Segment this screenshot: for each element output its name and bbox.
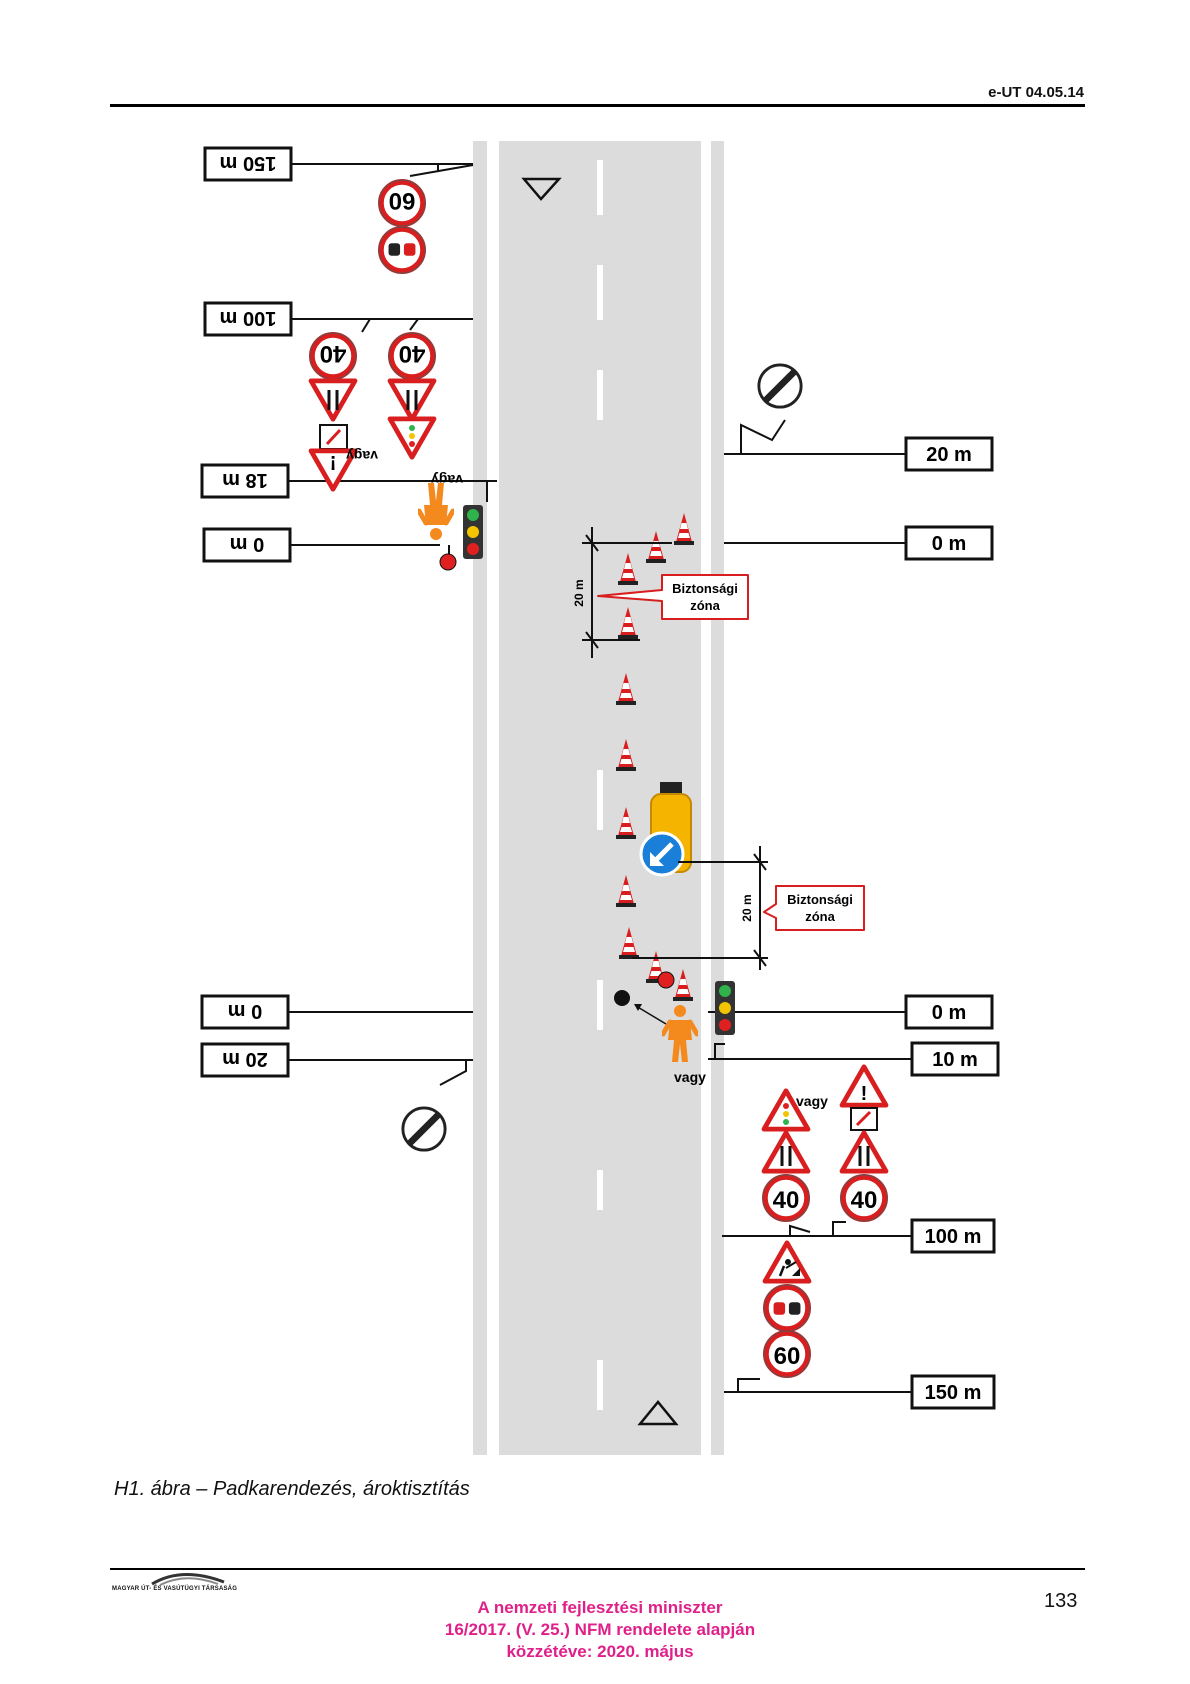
label-right-0-bottom: 0 m <box>904 994 994 1030</box>
safety-zone-dimension-top-label: 20 m <box>572 579 586 606</box>
svg-text:100 m: 100 m <box>925 1226 982 1248</box>
left-reference-lines <box>286 163 497 1086</box>
svg-text:!: ! <box>330 451 337 473</box>
signal-ahead-sign-left-b <box>390 419 434 457</box>
direction-arrow-down <box>521 177 562 201</box>
safety-zone-dimension-bottom-label: 20 m <box>740 894 754 921</box>
svg-text:10 m: 10 m <box>932 1049 978 1071</box>
svg-text:18 m: 18 m <box>222 469 268 491</box>
label-left-20: 20 m <box>200 1042 290 1078</box>
lane-narrowing-sign-left-a <box>311 381 355 419</box>
left-shoulder <box>473 141 487 1455</box>
svg-text:0 m: 0 m <box>932 533 966 555</box>
or-label-left-b: vagy <box>431 472 463 488</box>
svg-text:150 m: 150 m <box>220 152 277 174</box>
speed-limit-60-sign-right: 60 <box>764 1331 810 1377</box>
svg-text:!: ! <box>861 1083 868 1105</box>
svg-text:40: 40 <box>399 340 426 367</box>
or-label-right-b: vagy <box>796 1093 828 1109</box>
svg-text:20 m: 20 m <box>926 444 972 466</box>
label-right-10: 10 m <box>910 1041 1000 1077</box>
page-number: 133 <box>1044 1590 1078 1612</box>
stop-paddle-ground <box>614 990 630 1006</box>
label-left-100: 100 m <box>203 301 293 337</box>
publication-note-line3: közzétéve: 2020. május <box>506 1642 694 1661</box>
svg-text:0 m: 0 m <box>228 1000 262 1022</box>
svg-text:0 m: 0 m <box>932 1002 966 1024</box>
svg-text:Biztonsági: Biztonsági <box>787 892 853 907</box>
svg-text:40: 40 <box>773 1187 800 1214</box>
danger-sign-right-b: ! <box>842 1067 886 1105</box>
direction-arrow-up <box>637 1400 679 1426</box>
stop-paddle-right <box>657 971 675 989</box>
end-of-restriction-sign-right <box>759 365 801 407</box>
speed-limit-40-sign-right-b: 40 <box>841 1175 887 1221</box>
or-label-right-a: vagy <box>674 1069 706 1085</box>
no-overtaking-sign-left <box>379 227 425 273</box>
lane-narrowing-sign-left-b <box>390 381 434 419</box>
svg-text:60: 60 <box>389 187 416 214</box>
svg-text:60: 60 <box>774 1343 801 1370</box>
label-left-0-bottom: 0 m <box>200 994 290 1030</box>
speed-limit-40-sign-left-a: 40 <box>310 333 356 379</box>
end-of-restriction-sign-left <box>403 1108 445 1150</box>
svg-text:0 m: 0 m <box>230 533 264 555</box>
svg-text:100 m: 100 m <box>220 307 277 329</box>
label-right-20: 20 m <box>904 436 994 472</box>
label-left-150: 150 m <box>203 146 293 182</box>
svg-text:zóna: zóna <box>690 598 720 613</box>
traffic-signal-right <box>715 981 735 1035</box>
svg-text:40: 40 <box>851 1187 878 1214</box>
label-right-100: 100 m <box>910 1218 996 1254</box>
keep-left-sign <box>639 831 685 877</box>
right-reference-lines <box>708 419 912 1393</box>
label-left-18: 18 m <box>200 463 290 499</box>
lane-narrowing-sign-right-b <box>842 1133 886 1171</box>
publication-note: A nemzeti fejlesztési miniszter 16/2017.… <box>300 1597 900 1663</box>
svg-text:Biztonsági: Biztonsági <box>672 581 738 596</box>
publisher-logo: MAGYAR ÚT- ÉS VASÚTÜGYI TÁRSASÁG <box>112 1568 262 1598</box>
safety-zone-dimension-top <box>582 527 672 658</box>
footer-rule <box>110 1568 1085 1570</box>
traffic-signal-left <box>463 505 483 559</box>
speed-limit-40-sign-left-b: 40 <box>389 333 435 379</box>
work-vehicle-light-bar <box>660 782 682 794</box>
label-left-0-top: 0 m <box>202 527 292 563</box>
speed-limit-40-sign-right-a: 40 <box>763 1175 809 1221</box>
or-label-left-a: vagy <box>346 448 378 464</box>
label-right-0-top: 0 m <box>904 525 994 561</box>
publication-note-line2: 16/2017. (V. 25.) NFM rendelete alapján <box>444 1620 756 1639</box>
signal-ahead-sign-right-a <box>764 1091 808 1129</box>
no-overtaking-sign-right <box>764 1285 810 1331</box>
speed-limit-60-sign-left: 60 <box>379 180 425 226</box>
danger-sign-left-a: ! <box>311 451 355 489</box>
stop-paddle-left <box>439 553 457 571</box>
roadworks-sign-right <box>765 1243 809 1281</box>
header-rule <box>110 104 1085 107</box>
publication-note-line1: A nemzeti fejlesztési miniszter <box>477 1598 723 1617</box>
safety-zone-callout-top: Biztonsági zóna <box>597 574 749 620</box>
lane-narrowing-sign-right-a <box>764 1133 808 1171</box>
right-shoulder <box>711 141 724 1455</box>
publisher-logo-text: MAGYAR ÚT- ÉS VASÚTÜGYI TÁRSASÁG <box>112 1586 238 1592</box>
label-right-150: 150 m <box>910 1374 996 1410</box>
document-code: e-UT 04.05.14 <box>988 84 1084 101</box>
svg-text:zóna: zóna <box>805 909 835 924</box>
figure-caption: H1. ábra – Padkarendezés, ároktisztítás <box>114 1478 470 1500</box>
flagman-worker-left <box>419 483 453 540</box>
svg-text:20 m: 20 m <box>222 1048 268 1070</box>
safety-zone-dimension-bottom <box>632 846 768 970</box>
svg-text:150 m: 150 m <box>925 1382 982 1404</box>
safety-zone-callout-bottom: Biztonsági zóna <box>763 885 865 931</box>
svg-text:40: 40 <box>320 340 347 367</box>
